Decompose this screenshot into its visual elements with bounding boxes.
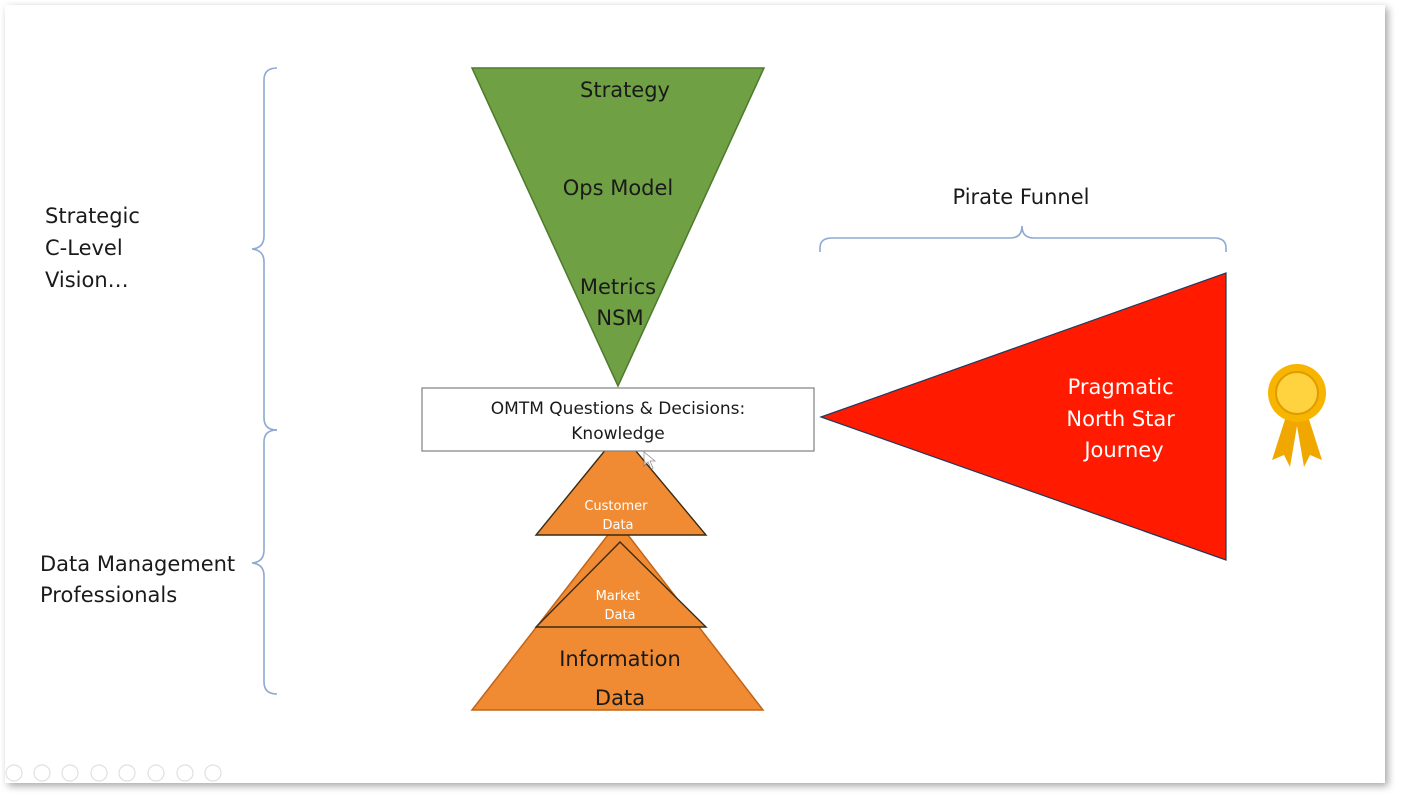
metrics-label: Metrics	[580, 275, 656, 299]
strategic-line-1: Strategic	[45, 204, 140, 228]
prev-slide-icon[interactable]	[5, 764, 23, 782]
strategy-triangle	[470, 67, 766, 388]
omtm-line-1: OMTM Questions & Decisions:	[491, 399, 745, 419]
strategic-line-3: Vision…	[45, 268, 129, 292]
omtm-box	[421, 387, 815, 452]
customer-line-2: Data	[602, 518, 633, 533]
brace-pirate-funnel	[819, 225, 1227, 252]
north-star-line-3: Journey	[1082, 438, 1163, 462]
customer-data-triangle	[534, 430, 708, 536]
market-line-2: Data	[604, 608, 635, 623]
next-slide-icon[interactable]	[33, 764, 51, 782]
omtm-line-2: Knowledge	[571, 424, 664, 444]
more-options-icon[interactable]	[204, 764, 222, 782]
north-star-label: Pragmatic North Star Journey	[1066, 375, 1181, 462]
brace-data-mgmt	[251, 429, 278, 695]
subtitles-icon[interactable]	[176, 764, 194, 782]
customer-data-label: Customer Data	[584, 499, 651, 533]
pirate-funnel-triangle	[819, 272, 1227, 561]
customer-line-1: Customer	[584, 499, 648, 514]
market-data-label: Market Data	[596, 589, 645, 623]
north-star-line-1: Pragmatic	[1068, 375, 1174, 399]
pen-icon[interactable]	[90, 764, 108, 782]
information-label: Information	[559, 647, 681, 671]
north-star-line-2: North Star	[1066, 407, 1175, 431]
data-mgmt-label: Data Management Professionals	[40, 552, 242, 607]
pirate-funnel-label: Pirate Funnel	[953, 185, 1090, 209]
ops-model-label: Ops Model	[563, 176, 674, 200]
brace-strategic	[251, 67, 278, 431]
strategic-label: Strategic C-Level Vision…	[45, 204, 147, 292]
slideshow-toolbar[interactable]	[5, 764, 222, 782]
award-ribbon-icon	[1268, 364, 1326, 467]
market-line-1: Market	[596, 589, 641, 604]
data-mgmt-line-2: Professionals	[40, 583, 177, 607]
mouse-cursor-icon	[643, 451, 657, 470]
nsm-label: NSM	[596, 306, 643, 330]
market-data-triangle	[534, 541, 708, 628]
data-mgmt-line-1: Data Management	[40, 552, 235, 576]
data-label: Data	[595, 686, 645, 710]
grid-icon[interactable]	[118, 764, 136, 782]
zoom-icon[interactable]	[147, 764, 165, 782]
strategic-line-2: C-Level	[45, 236, 123, 260]
strategy-label: Strategy	[580, 78, 670, 102]
slides-icon[interactable]	[61, 764, 79, 782]
